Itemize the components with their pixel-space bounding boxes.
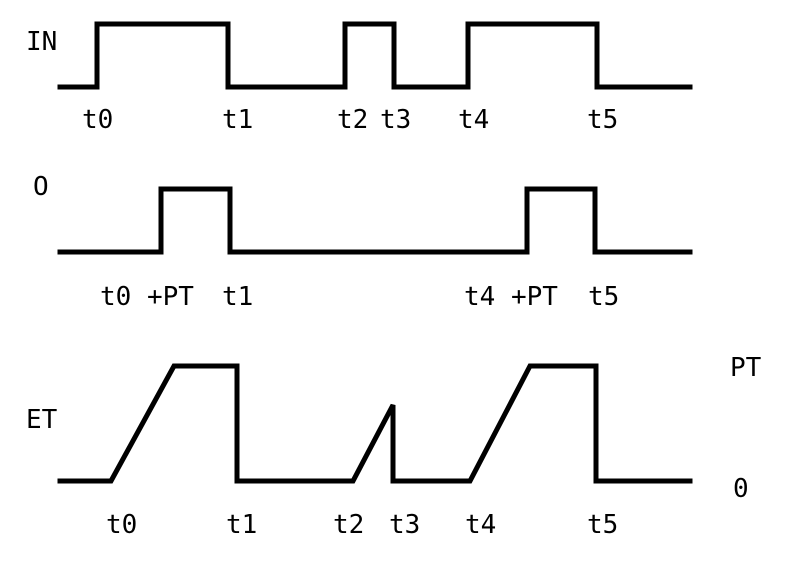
out-signal-label: O bbox=[33, 172, 49, 202]
in-time-label: t4 bbox=[458, 105, 489, 135]
out-time-label: t4 +PT bbox=[464, 282, 558, 312]
et-time-label: t3 bbox=[389, 510, 420, 540]
out-time-label: t0 +PT bbox=[100, 282, 194, 312]
et-time-label: t4 bbox=[465, 510, 496, 540]
in-time-label: t1 bbox=[222, 105, 253, 135]
et-waveform bbox=[57, 363, 693, 484]
et-axis-top-label: PT bbox=[730, 353, 762, 383]
in-signal-label: IN bbox=[26, 27, 57, 57]
in-time-label: t3 bbox=[380, 105, 411, 135]
in-waveform bbox=[57, 21, 693, 90]
et-time-label: t0 bbox=[106, 510, 137, 540]
et-time-label: t2 bbox=[333, 510, 364, 540]
out-time-label: t5 bbox=[588, 282, 619, 312]
out-waveform bbox=[57, 186, 693, 255]
in-time-label: t5 bbox=[587, 105, 618, 135]
et-signal-label: ET bbox=[26, 405, 58, 435]
et-time-label: t1 bbox=[226, 510, 257, 540]
out-time-label: t1 bbox=[222, 282, 253, 312]
in-time-label: t0 bbox=[82, 105, 113, 135]
et-axis-bottom-label: 0 bbox=[733, 474, 749, 504]
in-time-label: t2 bbox=[337, 105, 368, 135]
et-time-label: t5 bbox=[587, 510, 618, 540]
